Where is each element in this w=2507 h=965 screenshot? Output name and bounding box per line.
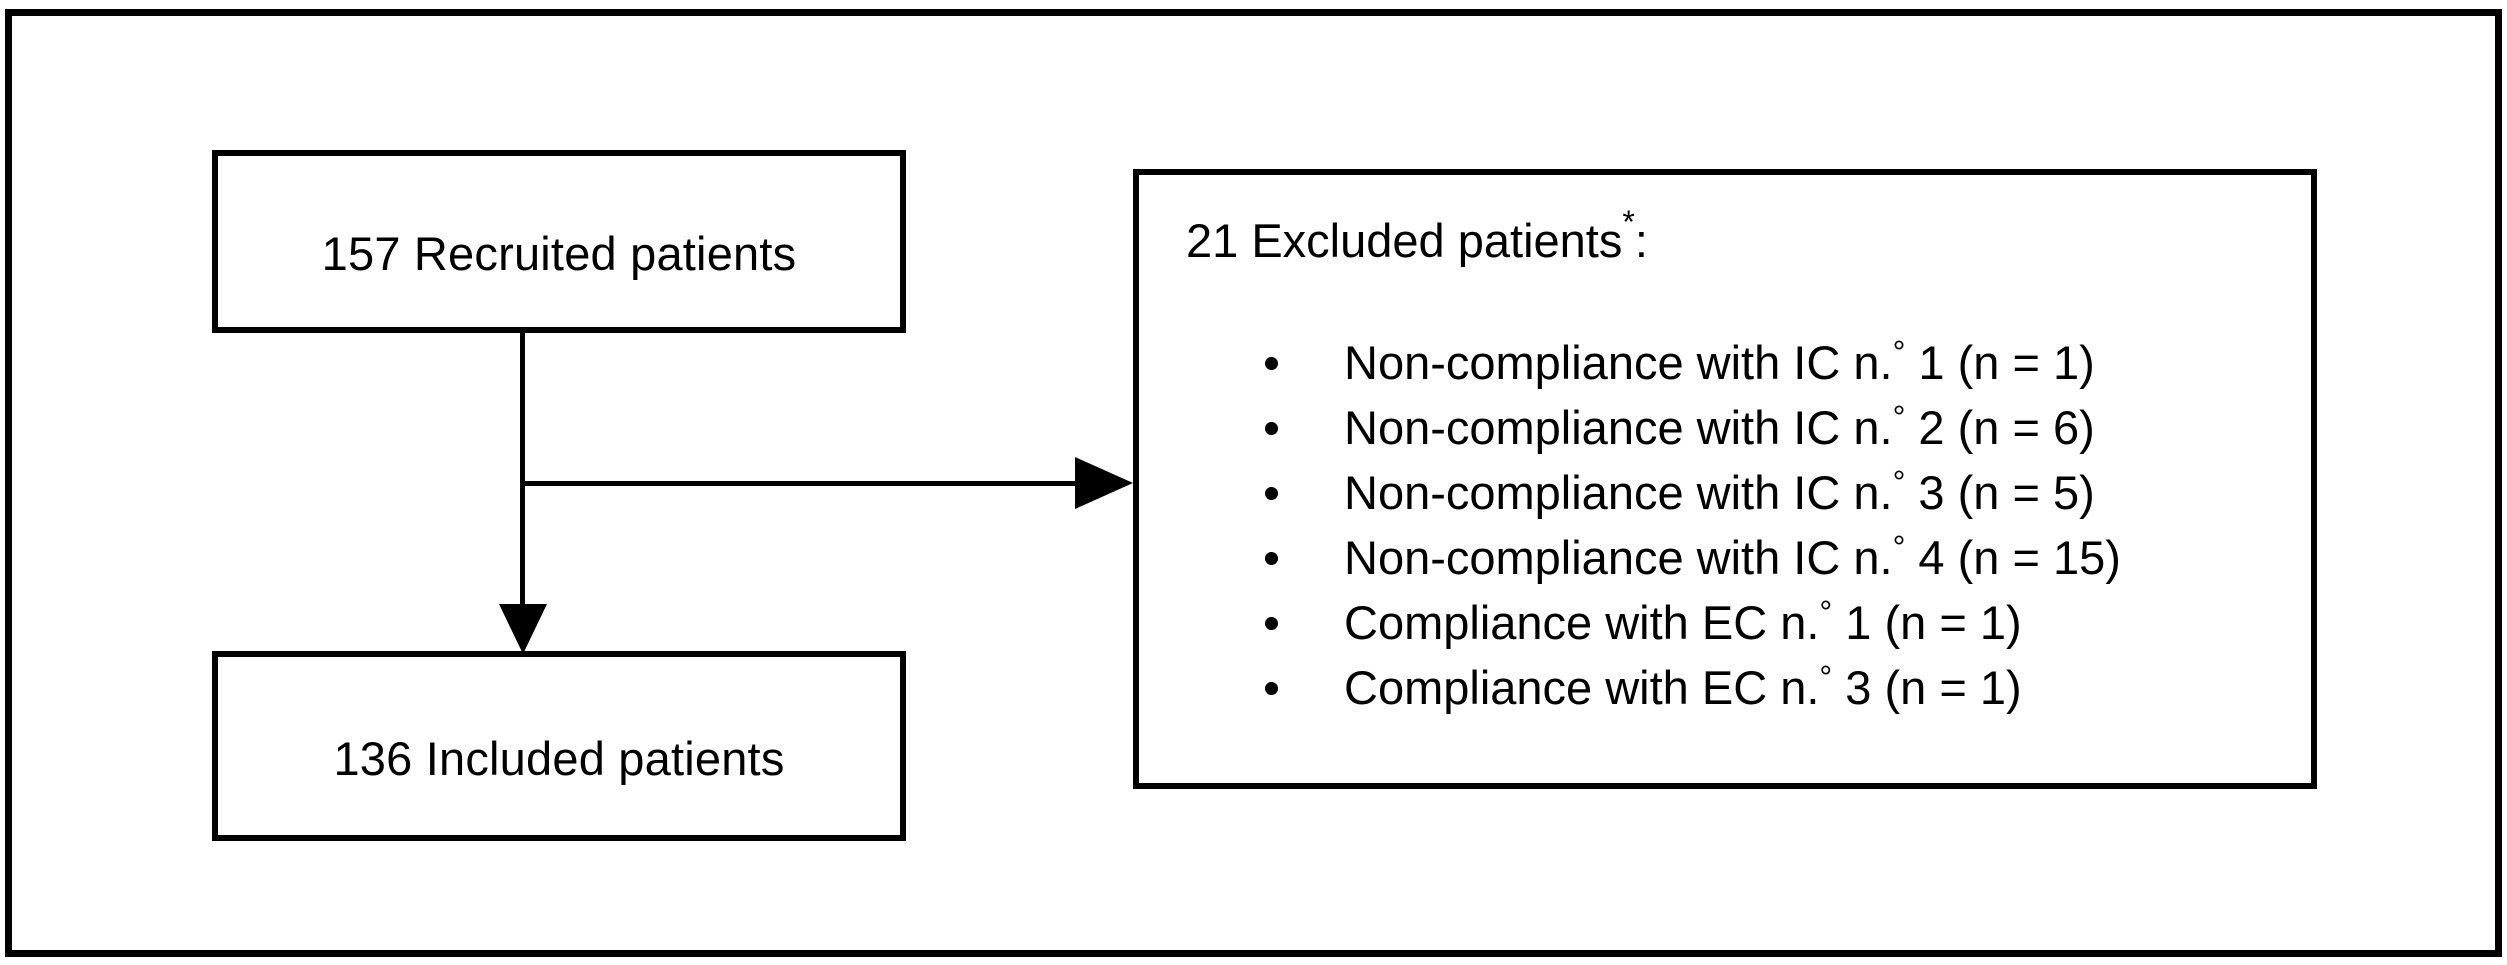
- recruited-patients-label: 157 Recruited patients: [321, 227, 797, 280]
- included-patients-box: 136 Included patients: [212, 651, 906, 841]
- list-item: Non-compliance with IC n.° 4 (n = 15): [1257, 525, 2121, 590]
- list-item-text-before: Compliance with EC n.: [1344, 661, 1820, 714]
- list-item: Compliance with EC n.° 1 (n = 1): [1257, 590, 2121, 655]
- excluded-patients-title-colon: :: [1634, 214, 1648, 267]
- arrow-down-icon: [499, 604, 547, 654]
- list-item: Compliance with EC n.° 3 (n = 1): [1257, 655, 2121, 720]
- list-item: Non-compliance with IC n.° 3 (n = 5): [1257, 460, 2121, 525]
- list-item-text-before: Compliance with EC n.: [1344, 596, 1820, 649]
- list-item-text-before: Non-compliance with IC n.: [1344, 336, 1893, 389]
- list-item-text-after: 1 (n = 1): [1905, 336, 2095, 389]
- degree-icon: °: [1819, 659, 1833, 695]
- included-patients-label: 136 Included patients: [333, 732, 785, 785]
- list-item-text-after: 1 (n = 1): [1832, 596, 2022, 649]
- degree-icon: °: [1892, 399, 1906, 435]
- recruited-patients-box: 157 Recruited patients: [212, 150, 906, 333]
- bullet-icon: [1265, 552, 1278, 565]
- bullet-icon: [1265, 357, 1278, 370]
- list-item: Non-compliance with IC n.° 2 (n = 6): [1257, 395, 2121, 460]
- asterisk-footnote-marker: *: [1622, 204, 1635, 240]
- degree-icon: °: [1892, 464, 1906, 500]
- list-item-text-after: 3 (n = 1): [1832, 661, 2022, 714]
- list-item-text-before: Non-compliance with IC n.: [1344, 401, 1893, 454]
- connector-horizontal-line: [523, 481, 1078, 486]
- excluded-patients-title: 21 Excluded patients*:: [1186, 206, 1648, 267]
- degree-icon: °: [1819, 594, 1833, 630]
- arrow-right-icon: [1075, 457, 1133, 509]
- connector-vertical-line: [520, 333, 525, 609]
- bullet-icon: [1265, 422, 1278, 435]
- list-item-text-after: 2 (n = 6): [1905, 401, 2095, 454]
- bullet-icon: [1265, 682, 1278, 695]
- bullet-icon: [1265, 617, 1278, 630]
- list-item-text-after: 3 (n = 5): [1905, 466, 2095, 519]
- list-item-text-before: Non-compliance with IC n.: [1344, 466, 1893, 519]
- bullet-icon: [1265, 487, 1278, 500]
- excluded-patients-box: 21 Excluded patients*: Non-compliance wi…: [1133, 169, 2317, 789]
- degree-icon: °: [1892, 529, 1906, 565]
- excluded-patients-title-text: 21 Excluded patients: [1186, 214, 1623, 267]
- degree-icon: °: [1892, 334, 1906, 370]
- list-item-text-after: 4 (n = 15): [1905, 531, 2121, 584]
- list-item-text-before: Non-compliance with IC n.: [1344, 531, 1893, 584]
- list-item: Non-compliance with IC n.° 1 (n = 1): [1257, 330, 2121, 395]
- exclusion-reasons-list: Non-compliance with IC n.° 1 (n = 1) Non…: [1257, 330, 2121, 720]
